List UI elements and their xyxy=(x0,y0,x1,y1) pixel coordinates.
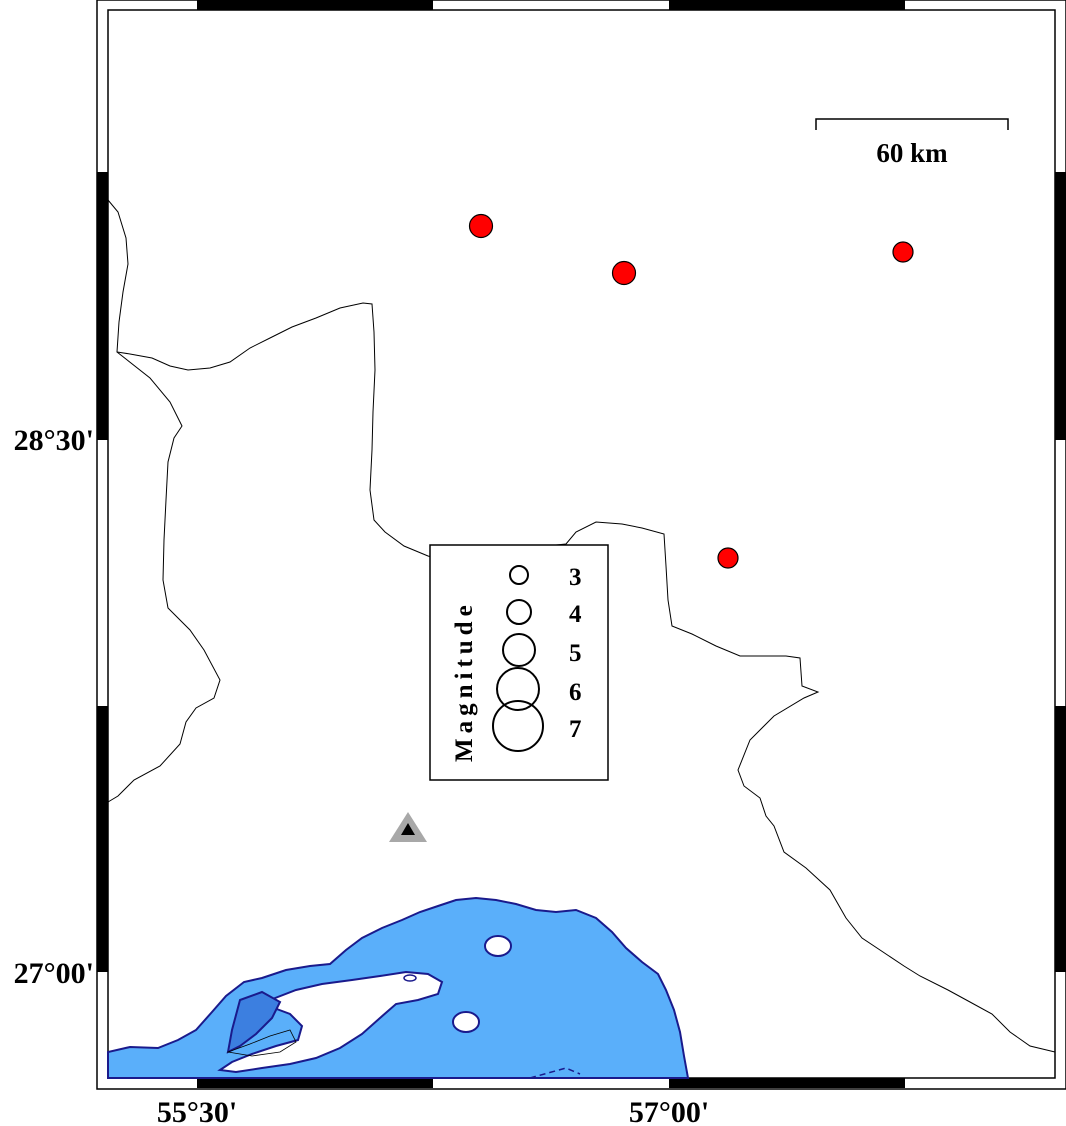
scale-bar-label: 60 km xyxy=(876,138,948,168)
legend-circle-7 xyxy=(492,700,544,752)
legend-title: Magnitude xyxy=(451,600,478,762)
legend-label-3: 3 xyxy=(569,564,582,591)
lat-label-27-00: 27°00' xyxy=(14,957,94,990)
lon-label-57-00: 57°00' xyxy=(629,1096,709,1126)
legend-circle-3 xyxy=(509,565,529,585)
province-borders xyxy=(107,199,1056,1057)
magnitude-legend: Magnitude 3 4 5 6 7 xyxy=(429,544,609,781)
epicenter-marker xyxy=(717,547,739,569)
station-triangle-icon xyxy=(389,812,427,842)
epicenter-marker xyxy=(468,213,494,239)
water-body xyxy=(107,896,690,1079)
legend-label-7: 7 xyxy=(569,716,582,743)
lat-label-28-30: 28°30' xyxy=(14,424,94,457)
legend-label-6: 6 xyxy=(569,679,582,706)
legend-circle-4 xyxy=(506,599,532,625)
legend-label-4: 4 xyxy=(569,601,582,628)
lon-label-55-30: 55°30' xyxy=(157,1096,237,1126)
legend-circle-5 xyxy=(502,633,536,667)
legend-circle-6 xyxy=(496,667,540,711)
scale-bar: 60 km xyxy=(815,118,1009,168)
epicenters xyxy=(468,213,914,569)
legend-label-5: 5 xyxy=(569,640,582,667)
epicenter-marker xyxy=(892,241,914,263)
epicenter-marker xyxy=(611,260,637,286)
